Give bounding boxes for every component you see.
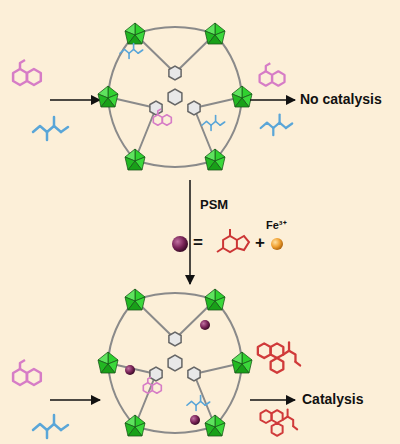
ion-label: Fe³⁺ xyxy=(266,219,287,231)
reaction-arrow xyxy=(50,399,100,401)
outcome-label: No catalysis xyxy=(300,92,382,107)
reaction-arrow xyxy=(250,99,295,101)
reaction-arrow xyxy=(50,99,100,101)
equals-sign: = xyxy=(193,234,203,253)
guest-molecules xyxy=(125,320,210,425)
mof-cage xyxy=(98,23,252,170)
unreacted-molecules xyxy=(260,63,293,135)
iron-ion xyxy=(271,238,283,250)
product-molecules xyxy=(258,342,300,435)
reaction-arrow xyxy=(250,399,295,401)
modified-mof-cage xyxy=(98,289,252,436)
psm-arrow xyxy=(189,180,191,284)
catalyst-ball xyxy=(172,236,188,252)
step-label: PSM xyxy=(200,198,228,212)
plus-sign: + xyxy=(255,234,265,253)
outcome-label: Catalysis xyxy=(302,392,363,407)
reactant-molecules xyxy=(13,360,68,438)
catechol-ligand xyxy=(217,229,249,252)
guest-molecules xyxy=(120,44,225,131)
